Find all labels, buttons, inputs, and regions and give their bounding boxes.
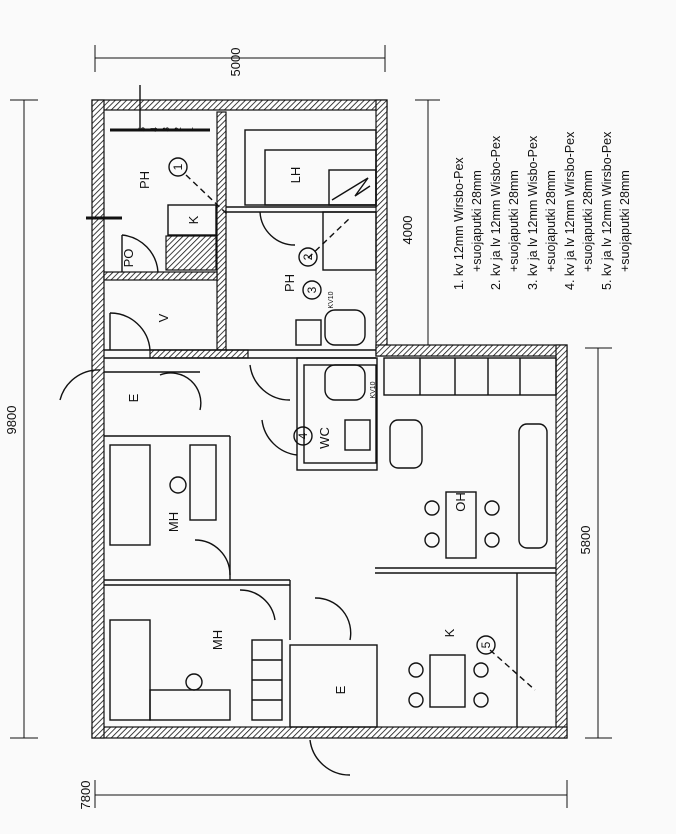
pipe-markers: 1 2 3 4 5 (168, 157, 496, 655)
legend-item-1: 1. kv 12mm Wirsbo-Pex (452, 157, 466, 290)
svg-text:K: K (442, 628, 457, 637)
partition-lines (59, 85, 557, 776)
svg-text:E: E (126, 393, 141, 402)
dimension-bottom: 7800 (78, 781, 93, 810)
svg-text:+suojaputki 28mm: +suojaputki 28mm (581, 170, 595, 272)
svg-text:+suojaputki 28mm: +suojaputki 28mm (544, 170, 558, 272)
svg-text:3: 3 (161, 127, 171, 132)
svg-text:E: E (333, 685, 348, 694)
svg-text:1: 1 (171, 163, 185, 170)
dimension-right-upper: 4000 (400, 216, 415, 245)
svg-text:WC: WC (317, 427, 332, 449)
svg-text:KV10: KV10 (370, 381, 377, 398)
svg-text:2: 2 (301, 253, 315, 260)
dimension-right-lower: 5800 (578, 526, 593, 555)
manifold-numbers: 5 4 3 2 1 (137, 127, 195, 132)
inner-walls (103, 111, 249, 359)
svg-text:V: V (156, 313, 171, 322)
legend: 1. kv 12mm Wirsbo-Pex +suojaputki 28mm 2… (452, 131, 632, 290)
svg-text:MH: MH (166, 512, 181, 532)
svg-text:OH: OH (453, 492, 468, 512)
legend-item-5: 5. kv ja lv 12mm Wirsbo-Pex (600, 131, 614, 290)
svg-text:+suojaputki 28mm: +suojaputki 28mm (470, 170, 484, 272)
svg-text:KV10: KV10 (328, 291, 335, 308)
svg-text:K: K (186, 215, 201, 224)
svg-text:PH: PH (137, 171, 152, 189)
svg-text:+suojaputki 28mm: +suojaputki 28mm (507, 170, 521, 272)
legend-item-4: 4. kv ja lv 12mm Wirsbo-Pex (563, 131, 577, 290)
svg-text:3: 3 (305, 286, 319, 293)
svg-text:LH: LH (288, 167, 303, 184)
svg-text:5: 5 (137, 127, 147, 132)
room-labels: PH K PO V LH PH KV10 KV10 E WC MH MH E O… (121, 167, 468, 695)
dimension-top: 5000 (228, 48, 243, 77)
svg-text:2: 2 (173, 127, 183, 132)
svg-text:PO: PO (121, 249, 136, 268)
legend-item-3: 3. kv ja lv 12mm Wisbo-Pex (526, 135, 540, 290)
svg-text:MH: MH (210, 630, 225, 650)
pipe-lines (185, 174, 536, 691)
svg-text:4: 4 (149, 127, 159, 132)
legend-item-2: 2. kv ja lv 12mm Wisbo-Pex (489, 135, 503, 290)
svg-text:1: 1 (185, 127, 195, 132)
svg-text:5: 5 (479, 641, 493, 648)
svg-text:PH: PH (282, 274, 297, 292)
dimension-left: 9800 (4, 406, 19, 435)
svg-text:4: 4 (296, 432, 310, 439)
svg-text:+suojaputki 28mm: +suojaputki 28mm (618, 170, 632, 272)
